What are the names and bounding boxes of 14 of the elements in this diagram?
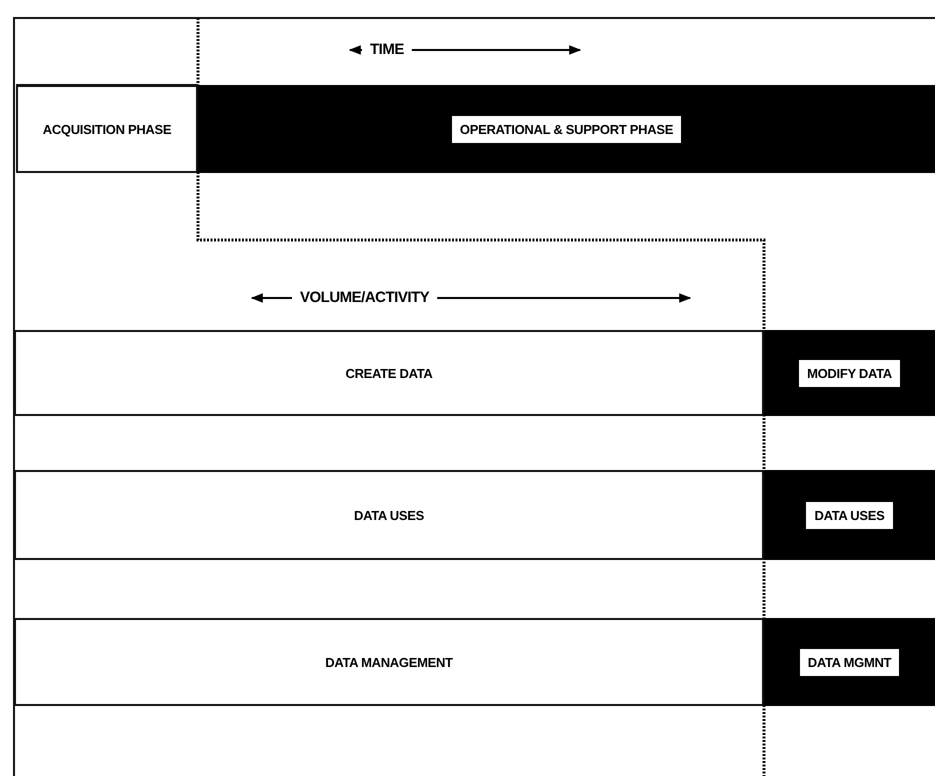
phase-band [198,85,935,173]
phase-label: DATA MGMNT [800,648,900,676]
axis-label: TIME [370,41,404,58]
phase-band [764,330,935,416]
axis-label: VOLUME/ACTIVITY [300,289,430,306]
phase-label: DATA USES [806,502,892,528]
phase-label: MODIFY DATA [799,360,900,386]
phase-label: OPERATIONAL & SUPPORT PHASE [452,116,682,142]
phase-box: DATA USES [14,470,764,560]
phase-box: CREATE DATA [14,330,764,416]
phase-band [764,470,935,560]
phase-box: ACQUISITION PHASE [16,85,198,173]
phase-band [764,618,935,706]
phase-box: DATA MANAGEMENT [14,618,764,706]
